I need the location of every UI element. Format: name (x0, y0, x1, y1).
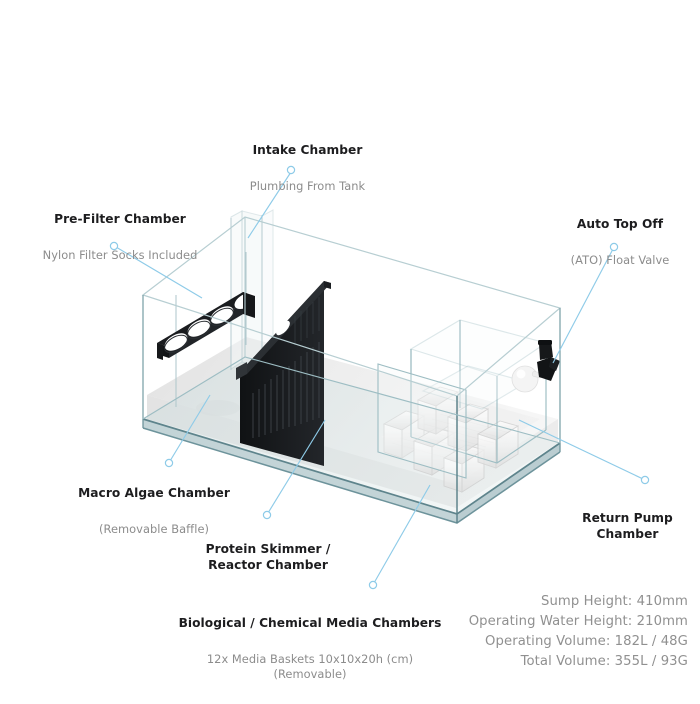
callout-title: Auto Top Off (576, 217, 664, 232)
leader-dot-protein-skimmer (262, 510, 272, 520)
callout-title: Protein Skimmer / Reactor Chamber (205, 542, 331, 573)
callout-return-pump-chamber: Return Pump Chamber (555, 489, 700, 563)
filter-sock-rack[interactable] (157, 290, 258, 360)
callout-title: Macro Algae Chamber (78, 486, 230, 501)
leader-intake-chamber (247, 171, 292, 239)
callout-subtitle: (Removable Baffle) (99, 522, 209, 537)
callout-title: Intake Chamber (252, 143, 363, 158)
leader-pre-filter (115, 246, 203, 299)
spec-total-volume: Total Volume: 355L / 93G (520, 653, 688, 669)
chamber-partition-wall (377, 363, 467, 479)
media-basket (416, 386, 520, 469)
ato-float-valve[interactable] (511, 340, 560, 393)
leader-return-pump (518, 419, 644, 480)
leader-dot-auto-top-off (609, 242, 619, 252)
callout-macro-algae-chamber: Macro Algae Chamber (Removable Baffle) (44, 464, 264, 558)
callout-subtitle: Nylon Filter Socks Included (42, 248, 198, 263)
callout-auto-top-off: Auto Top Off (ATO) Float Valve (540, 195, 700, 289)
baffle-slot-ribs (252, 342, 320, 438)
callout-subtitle: Plumbing From Tank (249, 179, 366, 194)
callout-subtitle: 12x Media Baskets 10x10x20h (cm) (Remova… (206, 652, 414, 682)
leader-lines (109, 165, 650, 590)
spec-operating-volume: Operating Volume: 182L / 48G (485, 633, 688, 649)
callout-title: Return Pump Chamber (582, 511, 673, 542)
leader-dot-macro-algae (164, 458, 174, 468)
spec-sump-height: Sump Height: 410mm (540, 593, 688, 609)
leader-dot-media-chambers (368, 580, 378, 590)
leader-media-chambers (373, 484, 431, 584)
glass-tank-shell (141, 216, 562, 524)
return-pump-chamber-box (409, 319, 548, 464)
callout-protein-skimmer-chamber: Protein Skimmer / Reactor Chamber (168, 520, 368, 594)
leader-macro-algae (169, 394, 211, 462)
leader-dot-return-pump (640, 475, 650, 485)
removable-black-baffle[interactable] (236, 281, 331, 466)
spec-block: Sump Height: 410mm Operating Water Heigh… (469, 592, 688, 672)
leader-dot-intake-chamber (286, 165, 296, 175)
callout-media-chambers: Biological / Chemical Media Chambers 12x… (163, 594, 457, 704)
callout-pre-filter-chamber: Pre-Filter Chamber Nylon Filter Socks In… (10, 190, 230, 284)
leader-protein-skimmer (267, 419, 326, 514)
callout-title: Biological / Chemical Media Chambers (178, 616, 442, 631)
valve-stem (539, 341, 553, 360)
callout-intake-chamber: Intake Chamber Plumbing From Tank (200, 121, 415, 215)
baffle-handle-slot (276, 320, 290, 336)
float-ball (511, 365, 539, 393)
leader-auto-top-off (552, 248, 614, 364)
callout-title: Pre-Filter Chamber (54, 212, 186, 227)
leader-dot-pre-filter (109, 241, 119, 251)
callout-subtitle: (ATO) Float Valve (570, 253, 670, 268)
spec-operating-water-height: Operating Water Height: 210mm (468, 613, 688, 629)
